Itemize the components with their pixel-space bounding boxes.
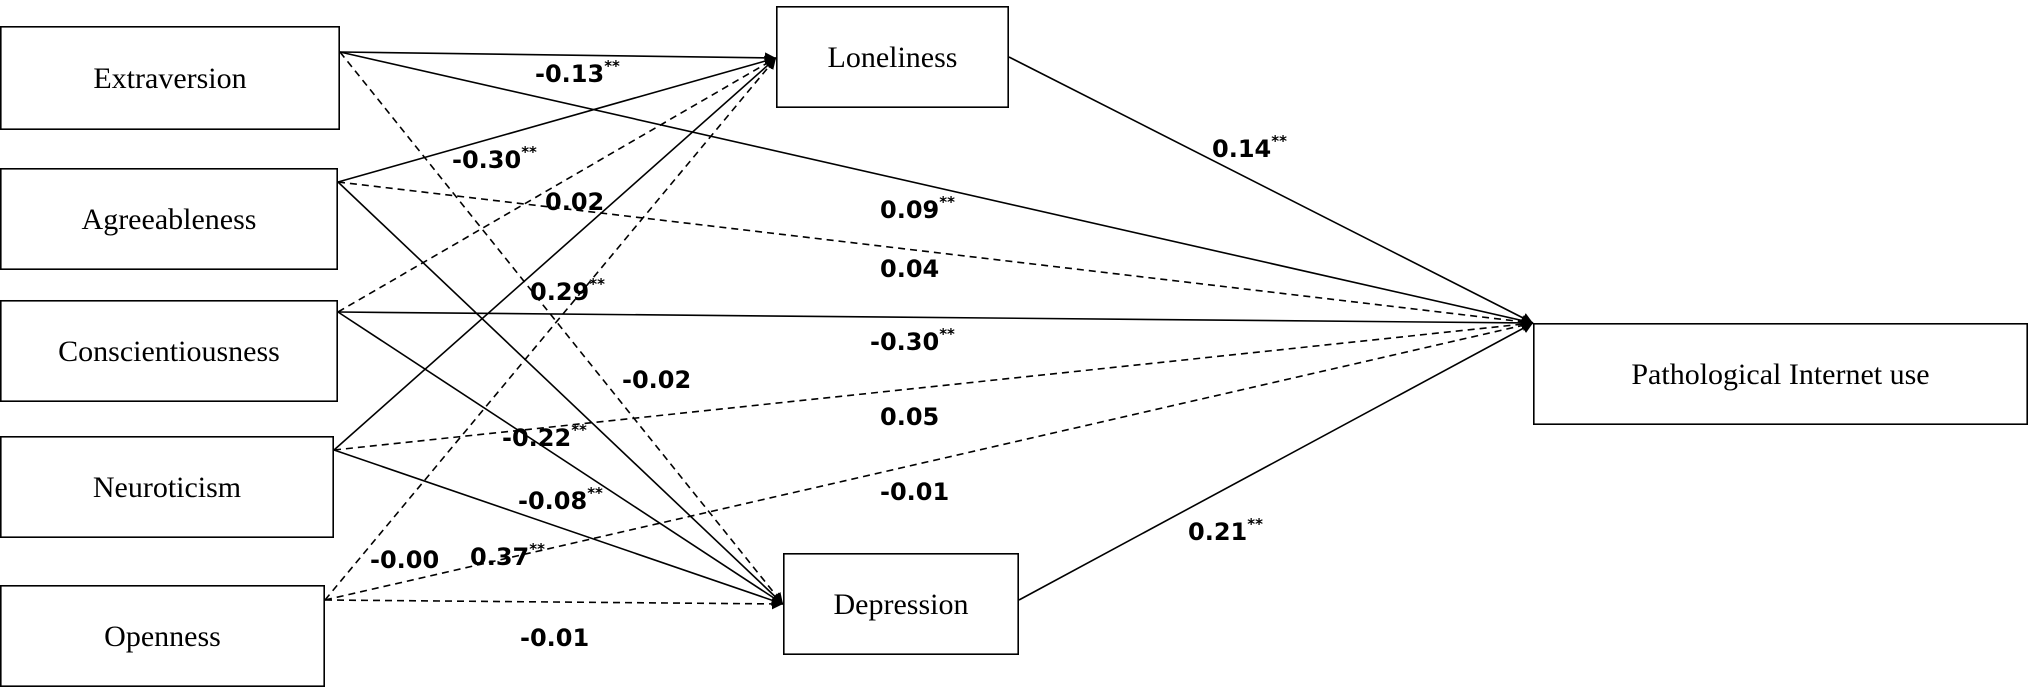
node-box (775, 6, 1009, 109)
coefficient-label-neu-dep: 0.37** (470, 540, 545, 571)
node-box (0, 299, 338, 402)
coefficient-value: 0.02 (545, 188, 604, 216)
significance-marker: ** (604, 57, 620, 75)
node-label: Depression (834, 588, 969, 621)
coefficient-value: 0.04 (880, 255, 939, 283)
coefficient-value: -0.01 (520, 624, 589, 652)
coefficient-label-dep-piu: 0.21** (1188, 515, 1263, 546)
coefficient-label-ope-dep: -0.01 (520, 624, 589, 652)
node-agreeableness: Agreeableness (0, 168, 338, 271)
path-arrow-neu-piu (333, 318, 1534, 451)
node-box (1533, 322, 2029, 425)
significance-marker: ** (1247, 515, 1263, 533)
node-label: Pathological Internet use (1631, 358, 1929, 391)
path-arrow-ope-piu (324, 320, 1534, 601)
coefficient-label-con-piu: -0.30** (870, 325, 955, 356)
significance-marker: ** (1271, 132, 1287, 150)
path-arrow-agr-dep (337, 181, 784, 605)
coefficient-value: -0.22 (502, 424, 571, 452)
path-arrow-ext-dep (339, 51, 784, 605)
path-arrow-ext-piu (339, 51, 1534, 326)
coefficient-value: -0.30 (870, 328, 939, 356)
coefficient-label-ope-piu: -0.01 (880, 478, 949, 506)
coefficient-label-agr-lon: -0.30** (452, 143, 537, 174)
coefficient-value: -0.01 (880, 478, 949, 506)
path-arrows (324, 51, 1534, 610)
node-loneliness: Loneliness (775, 6, 1009, 109)
node-box (0, 168, 338, 271)
path-arrow-ope-dep (324, 598, 784, 610)
path-arrow-ext-lon (339, 51, 777, 64)
coefficient-value: 0.09 (880, 196, 939, 224)
path-arrow-neu-lon (333, 57, 777, 451)
coefficient-label-ext-lon: -0.13** (535, 57, 620, 88)
coefficient-value: -0.13 (535, 60, 604, 88)
path-arrow-lon-piu (1008, 56, 1534, 324)
node-openness: Openness (0, 584, 325, 687)
path-arrow-con-lon (337, 57, 777, 313)
variable-boxes: ExtraversionAgreeablenessConscientiousne… (0, 6, 2029, 687)
coefficient-value: -0.30 (452, 146, 521, 174)
node-box (0, 25, 340, 131)
significance-marker: ** (939, 193, 955, 211)
coefficient-label-con-lon: 0.02 (545, 188, 604, 216)
coefficient-value: -0.02 (622, 366, 691, 394)
significance-marker: ** (939, 325, 955, 343)
node-extraversion: Extraversion (0, 25, 340, 131)
coefficient-label-ope-lon: -0.00 (370, 546, 439, 574)
coefficient-label-ext-dep: -0.02 (622, 366, 691, 394)
coefficient-value: 0.37 (470, 543, 529, 571)
significance-marker: ** (587, 484, 603, 502)
significance-marker: ** (571, 421, 587, 439)
node-neuroticism: Neuroticism (0, 435, 334, 538)
node-piu: Pathological Internet use (1533, 322, 2029, 425)
significance-marker: ** (521, 143, 537, 161)
coefficient-label-con-dep: -0.08** (518, 484, 603, 515)
coefficient-label-neu-piu: 0.05 (880, 403, 939, 431)
path-arrow-con-piu (337, 311, 1534, 329)
node-box (782, 552, 1019, 655)
coefficient-value: -0.08 (518, 487, 587, 515)
coefficient-value: 0.05 (880, 403, 939, 431)
coefficient-labels: -0.13**-0.020.09**-0.30**-0.22**0.040.02… (370, 57, 1287, 652)
coefficient-value: 0.29 (530, 278, 589, 306)
coefficient-label-agr-dep: -0.22** (502, 421, 587, 452)
path-arrow-ope-lon (324, 57, 777, 601)
path-arrow-neu-dep (333, 449, 784, 606)
significance-marker: ** (529, 540, 545, 558)
coefficient-label-ext-piu: 0.09** (880, 193, 955, 224)
node-box (0, 435, 334, 538)
coefficient-value: -0.00 (370, 546, 439, 574)
node-box (0, 584, 325, 687)
node-label: Loneliness (828, 41, 958, 74)
path-arrow-agr-lon (337, 55, 777, 183)
significance-marker: ** (589, 275, 605, 293)
coefficient-value: 0.21 (1188, 518, 1247, 546)
coefficient-value: 0.14 (1212, 135, 1271, 163)
node-conscientiousness: Conscientiousness (0, 299, 338, 402)
node-label: Extraversion (93, 62, 246, 95)
coefficient-label-neu-lon: 0.29** (530, 275, 605, 306)
node-label: Openness (104, 620, 221, 653)
node-label: Neuroticism (93, 471, 241, 504)
coefficient-label-agr-piu: 0.04 (880, 255, 939, 283)
path-arrow-agr-piu (337, 181, 1534, 328)
node-label: Agreeableness (82, 203, 257, 236)
coefficient-label-lon-piu: 0.14** (1212, 132, 1287, 163)
node-depression: Depression (782, 552, 1019, 655)
node-label: Conscientiousness (58, 335, 280, 368)
path-arrow-dep-piu (1018, 322, 1534, 601)
path-arrow-con-dep (337, 311, 784, 605)
